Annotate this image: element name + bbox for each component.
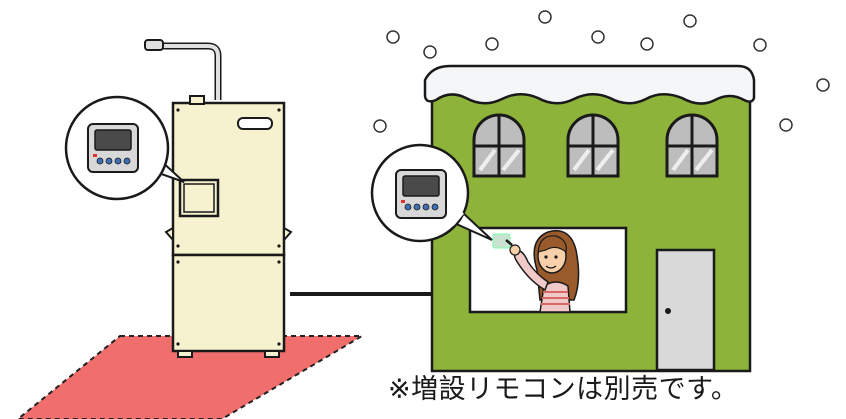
caption-note: ※増設リモコンは別売です。 <box>388 374 739 405</box>
remote-controller-icon <box>395 169 447 219</box>
arched-window <box>665 113 719 178</box>
top-pipe <box>162 42 222 100</box>
door-knob <box>665 308 671 314</box>
person-icon <box>505 230 580 313</box>
outdoor-unit-icon <box>144 39 293 358</box>
indoor-remote-mount <box>492 233 511 249</box>
snowflake-icon <box>538 10 552 24</box>
unit-handle <box>237 117 273 130</box>
roof-snow <box>423 64 756 105</box>
unit-body-lower <box>171 253 286 353</box>
remote-controller-icon <box>87 123 139 173</box>
remote-callout-unit <box>64 95 185 201</box>
snowflake-icon <box>779 118 793 132</box>
arched-window <box>472 113 526 178</box>
snowflake-icon <box>683 14 697 28</box>
snowflake-icon <box>386 30 400 44</box>
snow-group <box>373 10 830 133</box>
house-icon <box>423 64 756 373</box>
snowflake-icon <box>640 37 654 51</box>
snowflake-icon <box>485 37 499 51</box>
snowflake-icon <box>816 78 830 92</box>
arched-window <box>566 113 620 178</box>
snowflake-icon <box>373 119 387 133</box>
snowflake-icon <box>591 30 605 44</box>
snowflake-icon <box>423 45 437 59</box>
remote-callout-indoor <box>370 143 493 243</box>
snowflake-icon <box>753 38 767 52</box>
